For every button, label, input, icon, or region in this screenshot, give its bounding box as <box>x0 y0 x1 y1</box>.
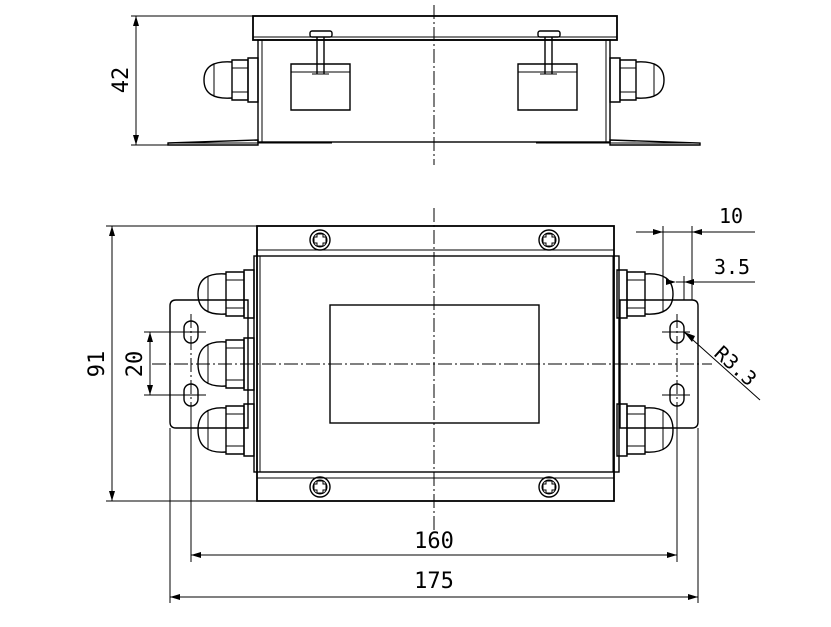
dim-overall-height: 91 <box>85 225 257 502</box>
dim-hole-spacing: 20 <box>123 331 184 396</box>
dim-label-42: 42 <box>109 67 134 94</box>
dim-edge-offset: 3.5 <box>666 255 755 300</box>
cable-gland-icon <box>197 269 255 319</box>
dim-label-10: 10 <box>719 204 743 228</box>
dim-hole-center-spacing: 160 <box>190 412 678 562</box>
dim-height-side: 42 <box>109 15 253 146</box>
screw-icon <box>309 229 331 251</box>
cable-gland-icon <box>609 57 665 103</box>
plan-view: 91 20 160 175 <box>85 204 762 603</box>
dim-label-r3-3: R3.3 <box>710 341 762 391</box>
screw-icon <box>309 476 331 498</box>
dim-label-91: 91 <box>85 351 110 378</box>
cable-gland-icon <box>197 337 255 391</box>
dim-label-175: 175 <box>414 569 454 594</box>
cable-gland-icon <box>616 269 674 319</box>
mounting-flange <box>169 299 699 429</box>
cable-gland-icon <box>197 403 255 457</box>
label-window <box>329 304 540 424</box>
side-view-base-flange <box>167 139 701 146</box>
dim-overall-width: 175 <box>169 428 699 603</box>
dim-hole-radius: R3.3 <box>683 331 762 401</box>
dim-gland-offset: 10 <box>636 204 755 300</box>
dim-label-20: 20 <box>123 351 148 378</box>
cable-gland-icon <box>203 57 259 103</box>
dim-label-3-5: 3.5 <box>714 255 750 279</box>
cable-gland-icon <box>616 403 674 457</box>
side-view-clip-right <box>517 30 578 111</box>
side-view: 42 <box>109 5 701 165</box>
screw-icon <box>538 476 560 498</box>
dim-label-160: 160 <box>414 529 454 554</box>
side-view-box-body <box>252 15 618 143</box>
side-view-clip-left <box>290 30 351 111</box>
screw-icon <box>538 229 560 251</box>
